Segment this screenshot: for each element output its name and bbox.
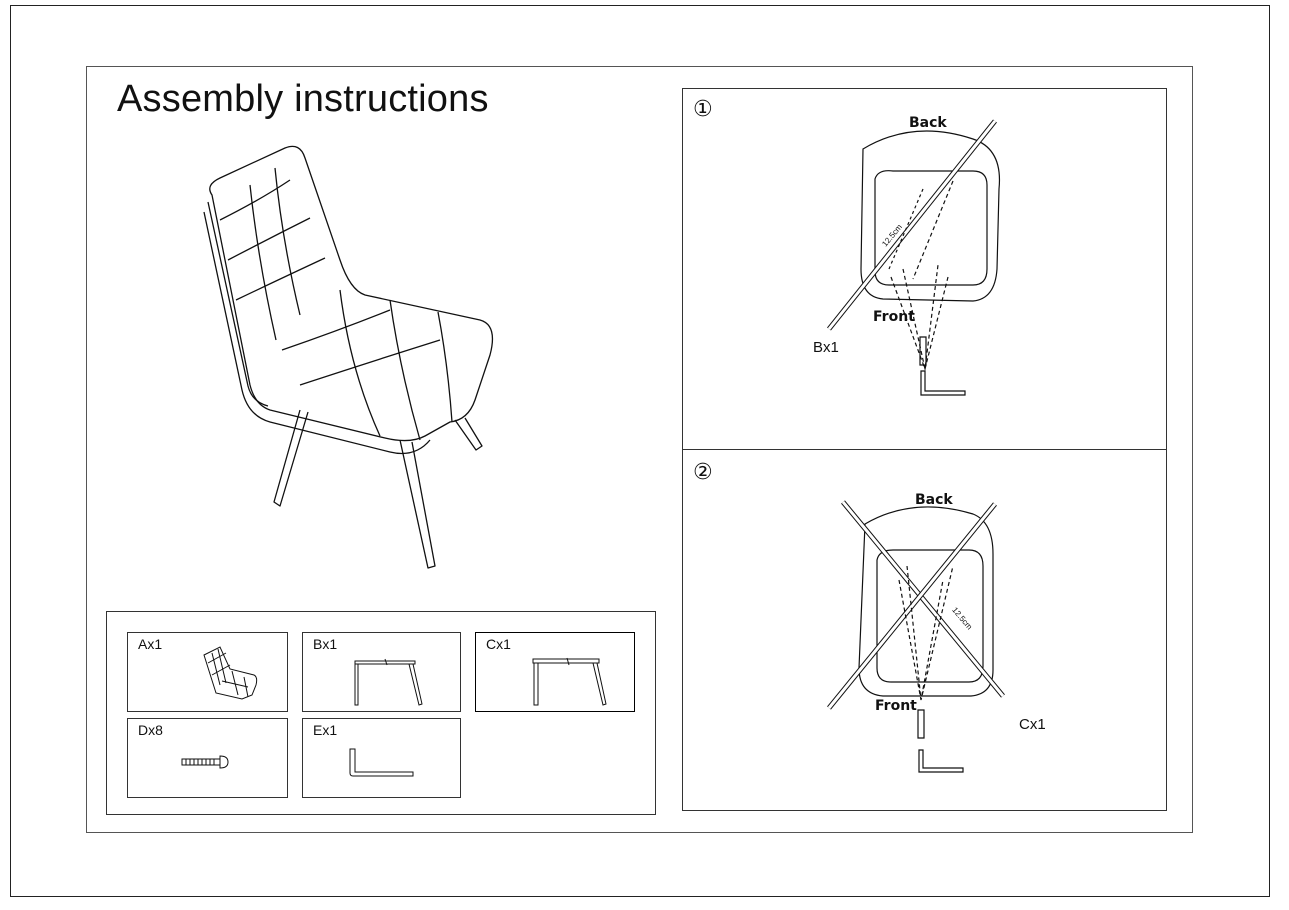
part-d-card: Dx8: [127, 718, 288, 798]
leg-frame-icon: [354, 658, 423, 706]
part-e-label: Ex1: [313, 722, 338, 738]
part-e-card: Ex1: [302, 718, 461, 798]
step-2-back-label: Back: [915, 492, 953, 508]
part-a-card: Ax1: [127, 632, 288, 712]
page-title: Assembly instructions: [117, 78, 489, 120]
chair-illustration: [203, 145, 494, 569]
part-b-label: Bx1: [313, 636, 338, 652]
hex-key-icon: [349, 748, 414, 777]
step-2-diagram: [827, 500, 1005, 773]
part-d-label: Dx8: [138, 722, 163, 738]
part-c-card: Cx1: [475, 632, 635, 712]
leg-frame-icon: [532, 657, 607, 706]
step-1-front-label: Front: [873, 309, 915, 325]
bolt-icon: [181, 755, 229, 769]
step-2-number: ②: [693, 460, 713, 485]
parts-list: Ax1 Bx1 Cx1: [106, 611, 656, 815]
part-c-label: Cx1: [486, 636, 511, 652]
chair-seat-icon: [203, 646, 258, 700]
step-2-front-label: Front: [875, 698, 917, 714]
step-2-part-label: Cx1: [1019, 716, 1046, 733]
part-b-card: Bx1: [302, 632, 461, 712]
step-1-back-label: Back: [909, 115, 947, 131]
part-a-label: Ax1: [138, 636, 163, 652]
step-1-diagram: [827, 119, 1001, 396]
step-1-part-label: Bx1: [813, 339, 839, 356]
instruction-sheet: [86, 66, 1193, 833]
step-1-panel: ① Back Front Bx1 12.5cm: [682, 88, 1167, 450]
page-border: [10, 5, 1270, 897]
step-1-number: ①: [693, 97, 713, 122]
step-2-panel: ② Back Front Cx1 12.5cm: [682, 449, 1167, 811]
